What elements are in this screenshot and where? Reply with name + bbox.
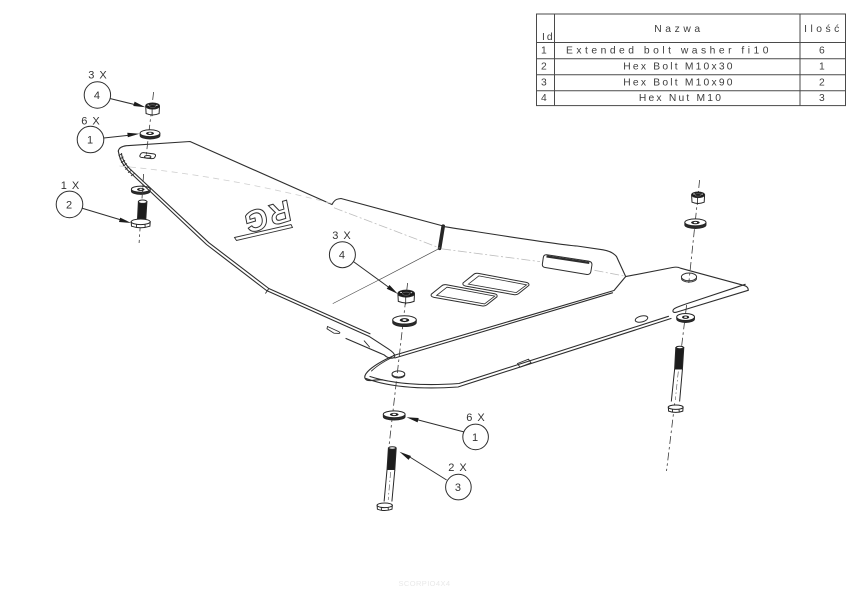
svg-text:1: 1 [87,135,94,147]
svg-text:4: 4 [339,250,346,262]
svg-text:Hex Bolt M10x30: Hex Bolt M10x30 [623,61,734,72]
svg-text:1: 1 [472,432,479,444]
svg-text:3: 3 [541,77,549,88]
svg-text:4: 4 [541,93,549,104]
svg-text:Hex Bolt M10x90: Hex Bolt M10x90 [623,77,734,88]
svg-text:2 X: 2 X [448,462,468,474]
svg-text:2: 2 [819,77,827,88]
svg-text:Ilość: Ilość [804,24,843,35]
svg-text:SCORPIO4X4: SCORPIO4X4 [399,579,451,588]
svg-text:Id: Id [542,32,555,43]
svg-text:3: 3 [455,482,462,494]
svg-text:6 X: 6 X [466,412,486,424]
svg-text:3: 3 [819,93,827,104]
svg-text:2: 2 [541,61,549,72]
svg-text:3 X: 3 X [88,69,108,81]
svg-text:1: 1 [819,61,827,72]
svg-text:6: 6 [819,45,827,56]
svg-text:2: 2 [66,199,73,211]
svg-text:1 X: 1 X [61,180,81,192]
svg-text:3 X: 3 X [332,230,352,242]
svg-text:4: 4 [94,90,101,102]
svg-text:Extended bolt washer fi10: Extended bolt washer fi10 [566,45,772,56]
svg-text:1: 1 [541,45,549,56]
svg-text:6 X: 6 X [81,116,101,128]
svg-text:Nazwa: Nazwa [654,24,703,35]
svg-text:Hex Nut M10: Hex Nut M10 [639,93,723,104]
